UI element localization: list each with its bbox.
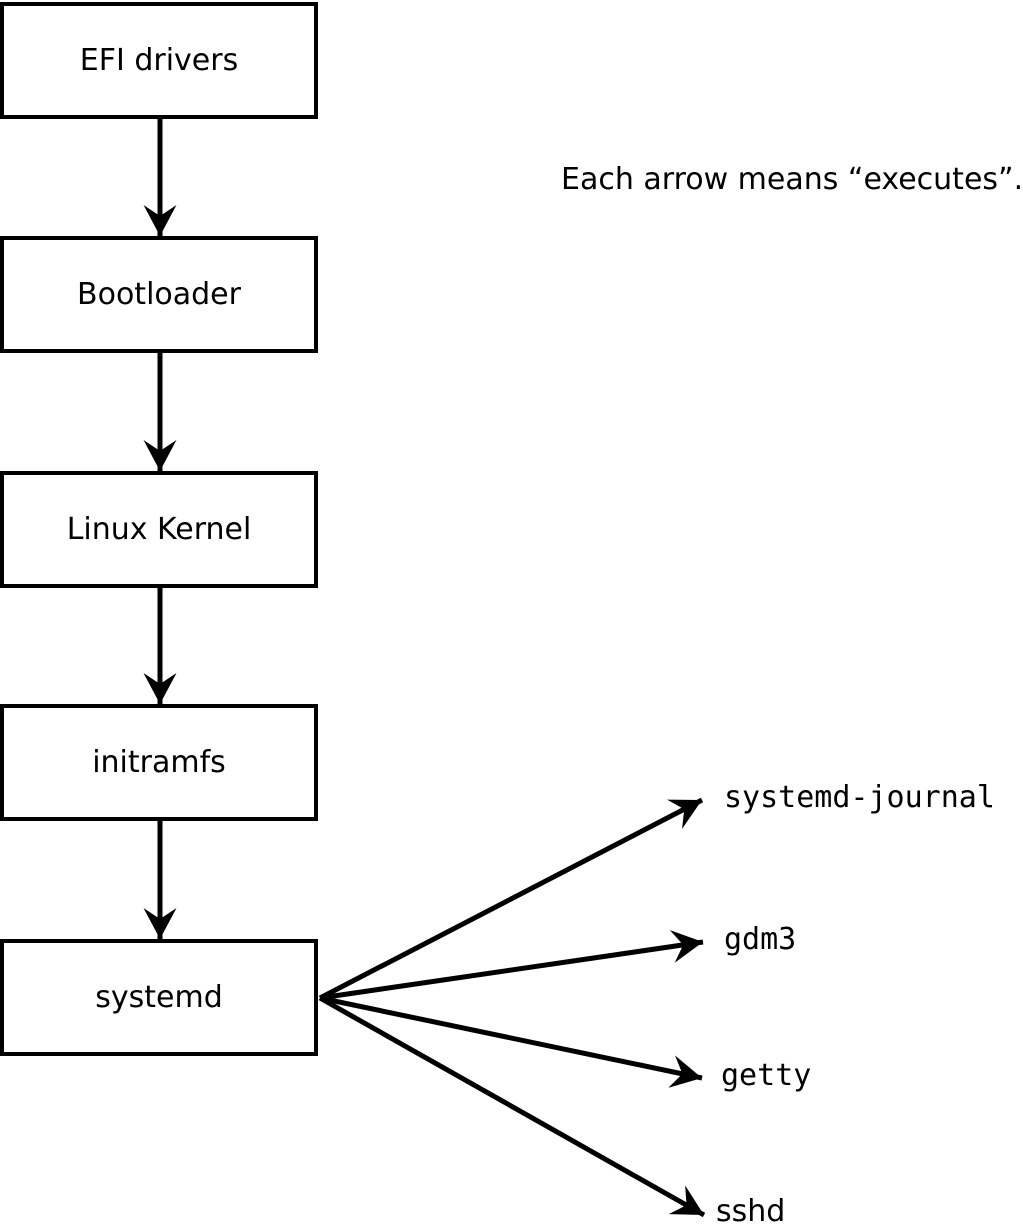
- target-systemd-journal-label: systemd-journal: [724, 780, 995, 815]
- node-initramfs-label: initramfs: [92, 745, 226, 780]
- node-efi-drivers-label: EFI drivers: [79, 43, 239, 78]
- node-bootloader: Bootloader: [0, 236, 318, 353]
- arrow-systemd-to-sshd-icon: [318, 995, 706, 1218]
- target-gdm3-label: gdm3: [724, 922, 797, 957]
- node-bootloader-label: Bootloader: [77, 277, 241, 312]
- node-systemd: systemd: [0, 939, 318, 1056]
- node-systemd-label: systemd: [95, 980, 223, 1015]
- node-linux-kernel: Linux Kernel: [0, 471, 318, 588]
- arrow-meaning-note: Each arrow means “executes”.: [561, 162, 1023, 197]
- arrow-systemd-to-gdm3-icon: [319, 930, 704, 1001]
- arrow-systemd-to-getty-icon: [319, 995, 703, 1088]
- target-getty-label: getty: [721, 1058, 812, 1093]
- arrow-systemd-to-systemd-journal-icon: [318, 797, 704, 1001]
- target-sshd-label: sshd: [716, 1194, 786, 1229]
- node-linux-kernel-label: Linux Kernel: [66, 512, 252, 547]
- node-initramfs: initramfs: [0, 704, 318, 821]
- node-efi-drivers: EFI drivers: [0, 2, 318, 119]
